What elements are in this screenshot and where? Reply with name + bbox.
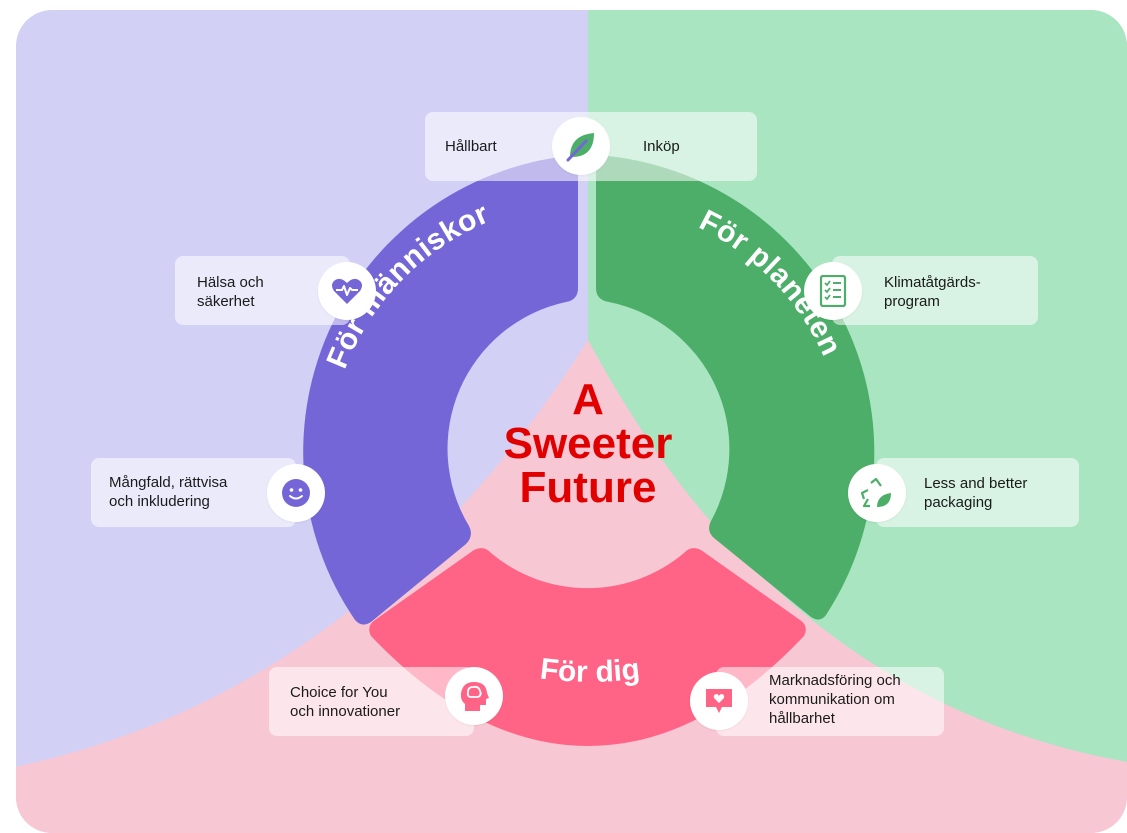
chip-diversity: Mångfald, rättvisa och inkludering (91, 458, 296, 527)
diagram-title: A Sweeter Future (478, 378, 698, 510)
heart-message-icon (690, 672, 748, 730)
label-marketing-line1: Marknadsföring och (769, 672, 901, 689)
label-diversity-line2: och inkludering (109, 493, 210, 510)
label-choice-line2: och innovationer (290, 703, 401, 720)
label-choice-line1: Choice for You (290, 684, 388, 701)
chip-climate-program: Klimatåtgärds- program (832, 256, 1038, 325)
checklist-icon (804, 262, 862, 320)
label-hallbart: Hållbart (445, 138, 497, 155)
people-ring-segment (303, 155, 578, 625)
label-inkop: Inköp (643, 138, 680, 155)
label-health-line2: säkerhet (197, 293, 255, 310)
label-packaging-line1: Less and better (924, 475, 1028, 492)
segment-label-you: För dig (539, 653, 642, 689)
head-brain-icon (445, 667, 503, 725)
label-health-line1: Hälsa och (197, 274, 264, 291)
label-marketing-line3: hållbarhet (769, 710, 835, 727)
label-packaging-line2: packaging (924, 494, 993, 511)
heart-pulse-icon (318, 262, 376, 320)
title-line-a: A (572, 375, 604, 424)
label-climate-line2: program (884, 293, 940, 310)
chip-choice-for-you: Choice for You och innovationer (269, 667, 474, 736)
planet-ring-segment (596, 155, 875, 620)
title-line-future: Future (519, 463, 657, 512)
label-marketing-line2: kommunikation om (769, 691, 895, 708)
recycle-leaf-icon (848, 464, 906, 522)
title-line-sweeter: Sweeter (503, 419, 673, 468)
leaf-icon (552, 117, 610, 175)
chip-packaging: Less and better packaging (876, 458, 1079, 527)
label-climate-line1: Klimatåtgärds- (884, 274, 981, 291)
label-diversity-line1: Mångfald, rättvisa (109, 474, 228, 491)
chip-marketing: Marknadsföring och kommunikation om håll… (716, 667, 944, 736)
smiley-icon (267, 464, 325, 522)
